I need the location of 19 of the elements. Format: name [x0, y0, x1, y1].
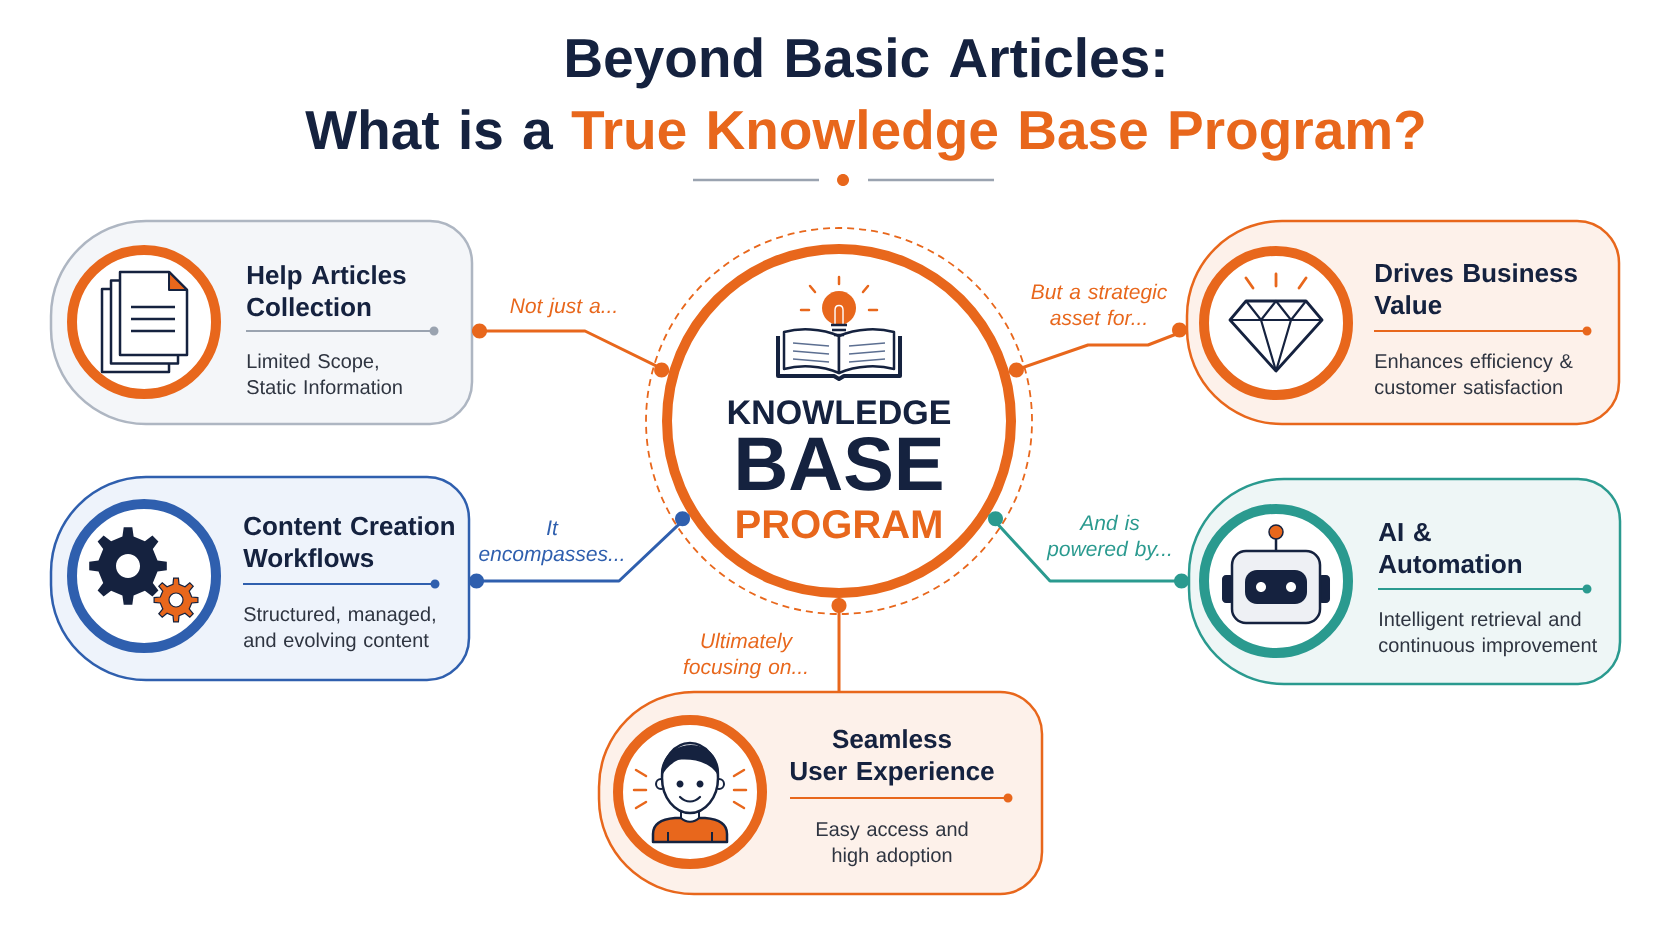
hub-title: BASE: [738, 436, 942, 491]
title: Beyond Basic Articles: What is a True Knowledge Base Program?: [305, 37, 1424, 161]
card-heading: Help Articles Collection: [247, 265, 406, 317]
edge-label: But a strategic asset for...: [1031, 283, 1168, 326]
card-text: Enhances efficiency & customer satisfaction: [1375, 353, 1573, 395]
card-text: Intelligent retrieval and continuous improvement: [1379, 611, 1597, 657]
card-text: Limited Scope, Static Information: [247, 353, 402, 395]
hub-title: PROGRAM: [737, 510, 941, 539]
edge-label: It encompasses...: [479, 520, 623, 566]
card-heading: AI & Automation: [1378, 523, 1522, 574]
card-text: Easy access and high adoption: [816, 821, 968, 867]
edge-label: And is powered by...: [1046, 514, 1171, 561]
card-heading: Drives Business Value: [1374, 263, 1577, 315]
card-heading: Content Creation Workflows: [243, 516, 454, 568]
edge-label: Ultimately focusing on...: [683, 632, 807, 679]
card-text: Structured, managed, and evolving content: [244, 606, 435, 652]
hub-title: KNOWLEDGE: [728, 400, 951, 425]
edge-label: Not just a...: [510, 297, 616, 318]
card-heading: Seamless User Experience: [790, 729, 994, 786]
